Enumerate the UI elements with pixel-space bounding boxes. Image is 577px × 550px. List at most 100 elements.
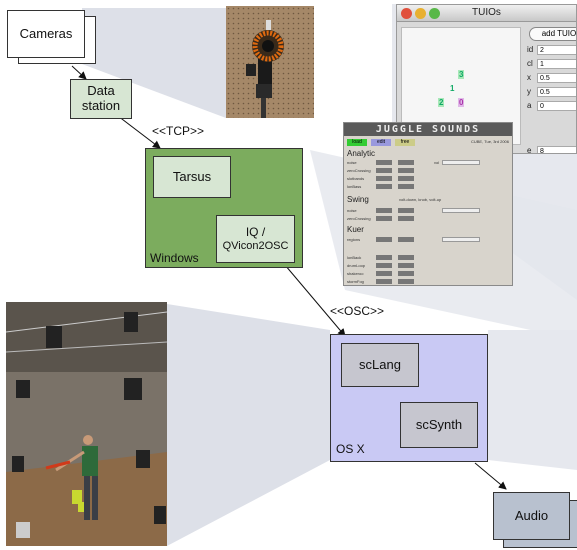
row-load-btn[interactable] [376,208,392,213]
sclang-node: scLang [341,343,419,387]
edge-cameras-station [71,65,87,80]
windows-label: Windows [150,251,199,265]
field-e-key: e [527,146,532,154]
row-edit-btn[interactable] [398,208,414,213]
row-load-btn[interactable] [376,263,392,268]
juggle-credit: CUBE, Tue, 3rd 2006 [470,139,509,144]
tuio-point-1[interactable]: 1 [450,84,455,93]
row-edit-btn[interactable] [398,184,414,189]
row-lonbass: lonBass [347,184,362,189]
row-load-btn[interactable] [376,255,392,260]
minimize-icon[interactable] [415,8,426,19]
field-cl-key: cl [527,59,533,68]
row-load-btn[interactable] [376,271,392,276]
iq-label-1: IQ / [245,224,266,239]
juggler-illustration [6,302,167,546]
audio-node: Audio [493,492,570,540]
row-edit-btn[interactable] [398,263,414,268]
tuio-title: TUIOs [472,7,501,18]
juggle-banner: JUGGLE SOUNDS [344,123,512,136]
row-load-btn[interactable] [376,168,392,173]
row-slotbands: slotbands [347,176,365,181]
row-noise: noise [347,160,357,165]
tuio-titlebar[interactable]: TUIOs [397,5,576,22]
load-button[interactable]: load [347,139,367,146]
camera-illustration [226,6,314,118]
edge-osx-audio [474,462,507,490]
juggle-sounds-panel: JUGGLE SOUNDS load edit free CUBE, Tue, … [343,122,513,286]
sclang-label: scLang [359,356,401,372]
volume-slider[interactable] [442,160,480,165]
scsynth-node: scSynth [400,402,478,448]
row-drumloop: drumLoop [347,263,366,268]
row-edit-btn[interactable] [398,168,414,173]
row-load-btn[interactable] [376,176,392,181]
row-edit-btn[interactable] [398,237,414,242]
free-button[interactable]: free [395,139,415,146]
cameras-label: Cameras [19,25,73,41]
camera-photo [226,6,314,118]
row-stormfog: stormFog [347,279,364,284]
row-edit-btn[interactable] [398,255,414,260]
juggler-photo [6,302,167,546]
edge-station-windows [117,115,161,149]
row-edit-btn[interactable] [398,160,414,165]
iq-node: IQ / QVicon2OSC [216,215,295,263]
field-x-input[interactable]: 0.5 [537,73,576,83]
scsynth-label: scSynth [415,416,463,432]
tuio-point-2[interactable]: 2 [438,98,445,107]
iq-label-2: QVicon2OSC [222,239,289,252]
row-zerocrossing: zeroCrossing [347,216,371,221]
row-edit-btn[interactable] [398,216,414,221]
row-shakeroo: shakeroo [347,271,364,276]
volume-slider[interactable] [442,237,480,242]
field-a-input[interactable]: 0 [537,101,576,111]
row-edit-btn[interactable] [398,176,414,181]
juggle-top-buttons: load edit free CUBE, Tue, 3rd 2006 [347,139,511,147]
close-icon[interactable] [401,8,412,19]
field-id-input[interactable]: 2 [537,45,576,55]
cameras-node: Cameras [7,10,85,58]
field-cl-input[interactable]: 1 [537,59,576,69]
field-y-input[interactable]: 0.5 [537,87,576,97]
osx-label: OS X [336,442,365,456]
tarsus-node: Tarsus [153,156,231,198]
audio-label: Audio [514,507,549,523]
zoom-icon[interactable] [429,8,440,19]
row-load-btn[interactable] [376,279,392,284]
swing-hint: volt-down, knob, volt-up [399,197,442,202]
vol-label: vol [434,160,440,165]
row-edit-btn[interactable] [398,279,414,284]
section-swing: Swing [347,195,369,204]
field-a-key: a [527,101,532,110]
field-y-key: y [527,87,531,96]
tuio-point-3[interactable]: 3 [458,70,465,79]
section-kuer: Kuer [347,225,364,234]
field-x-key: x [527,73,531,82]
tuio-point-0[interactable]: 0 [458,98,465,107]
volume-slider[interactable] [442,208,480,213]
wedge-juggler [167,304,330,546]
row-load-btn[interactable] [376,237,392,242]
data-station-label-1: Data [87,83,115,99]
data-station-label-2: station [81,98,121,113]
row-regions: regions [347,237,361,242]
row-load-btn[interactable] [376,184,392,189]
section-analytic: Analytic [347,149,376,158]
edit-button[interactable]: edit [371,139,391,146]
row-load-btn[interactable] [376,216,392,221]
row-zerocrossing: zeroCrossing [347,168,371,173]
wedge-osx [488,330,577,470]
row-load-btn[interactable] [376,160,392,165]
add-tuio-button[interactable]: add TUIO [529,27,576,41]
row-noise: noise [347,208,357,213]
wedge-camera [82,8,226,118]
row-edit-btn[interactable] [398,271,414,276]
tarsus-label: Tarsus [172,168,212,184]
field-id-key: id [527,45,534,54]
field-e-input[interactable]: 8 [537,146,576,153]
data-station-node: Data station [70,79,132,119]
edge-iq-osx [284,264,346,337]
